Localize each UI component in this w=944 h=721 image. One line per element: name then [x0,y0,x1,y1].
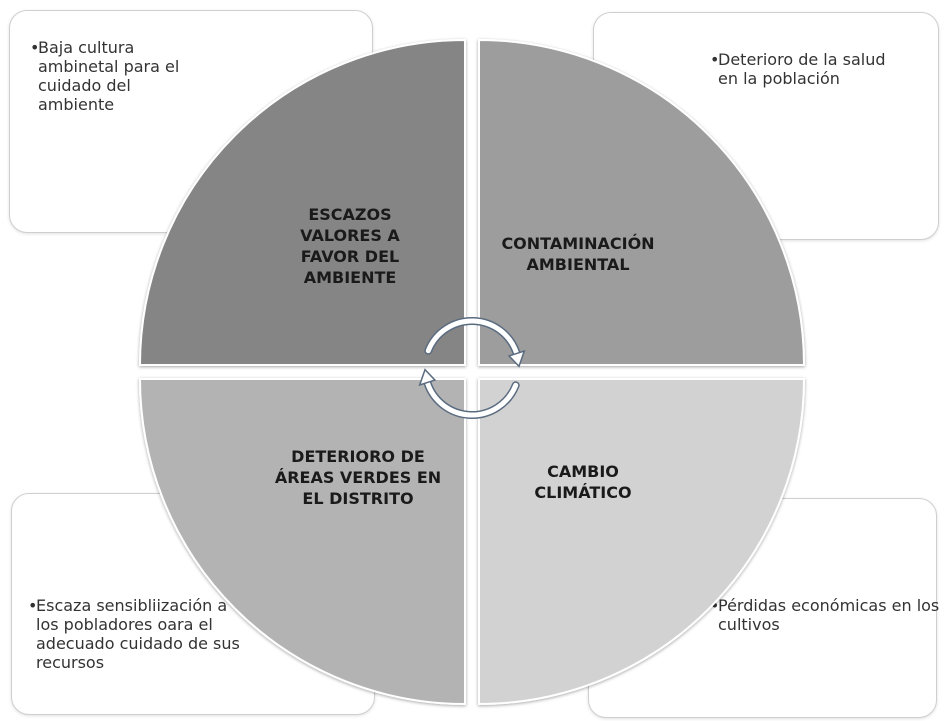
note-top-right: • Deterioro de la salud en la población [710,50,890,88]
quadrant-top-right [478,38,806,366]
bullet-icon: • [710,596,720,615]
bullet-icon: • [710,50,720,69]
note-top-left: • Baja cultura ambinetal para el cuidado… [30,38,200,114]
circular-arrows-icon [418,317,526,419]
quadrant-label-top-right: CONTAMINACIÓN AMBIENTAL [501,234,655,274]
quadrant-label-bottom-left: DETERIORO DE ÁREAS VERDES EN EL DISTRITO [274,447,442,508]
note-text: Escaza sensibliización a los pobladores … [36,596,240,672]
bullet-icon: • [30,38,40,57]
quadrant-top-left [138,38,466,366]
quadrant-label-top-left: ESCAZOS VALORES A FAVOR DEL AMBIENTE [300,205,400,287]
quadrant-bottom-left [138,378,466,706]
quadrant-label-bottom-right: CAMBIO CLIMÁTICO [534,462,632,502]
note-text: Baja cultura ambinetal para el cuidado d… [38,38,180,114]
note-text: Pérdidas económicas en los cultivos [718,596,940,634]
bullet-icon: • [28,596,38,615]
note-text: Deterioro de la salud en la población [718,50,886,88]
quadrant-bottom-right [478,378,806,706]
note-bottom-right: • Pérdidas económicas en los cultivos [710,596,940,634]
note-bottom-left: • Escaza sensibliización a los pobladore… [28,596,253,672]
